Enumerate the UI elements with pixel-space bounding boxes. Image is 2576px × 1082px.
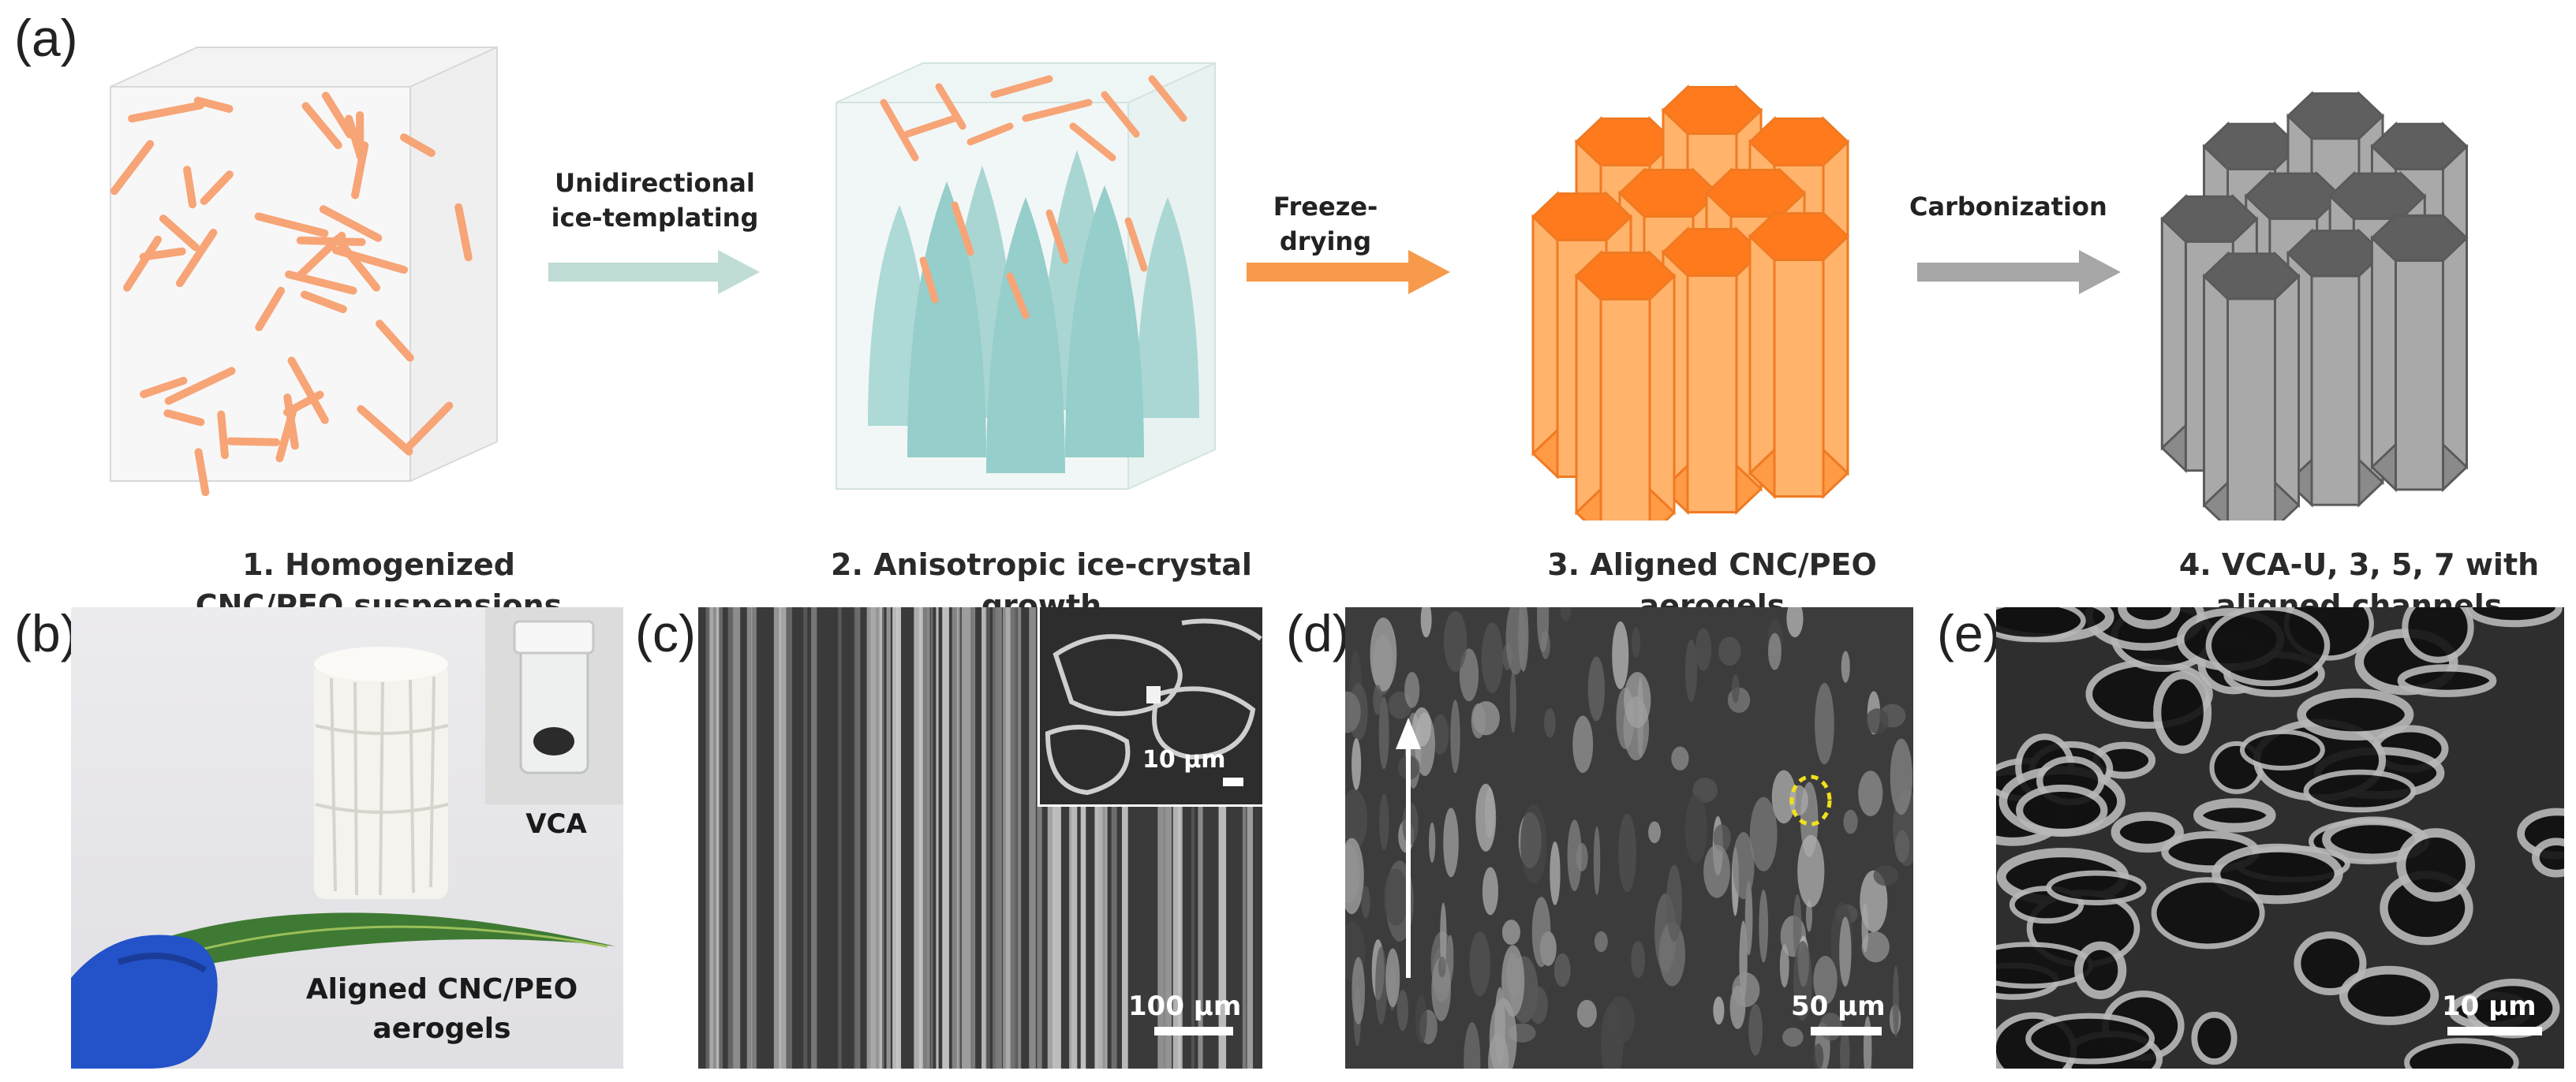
panel-label-d: (d) xyxy=(1286,604,1350,662)
alignment-arrow-icon xyxy=(1396,718,1421,978)
sem-panel-e: 10 μm xyxy=(1996,607,2564,1069)
photo-panel-b: VCA Aligned CNC/PEO aerogels xyxy=(71,607,623,1069)
sem-network-texture xyxy=(1996,607,2564,1069)
inset-scale-label: 10 μm xyxy=(1142,746,1226,774)
scale-label-c: 100 μm xyxy=(1128,991,1242,1022)
carbon-honeycomb-illustration xyxy=(2160,91,2469,520)
sample-label: Aligned CNC/PEO aerogels xyxy=(305,973,578,1045)
aerogel-sample-photo xyxy=(71,607,623,1069)
panel-label-e: (e) xyxy=(1937,604,2001,662)
panel-label-a: (a) xyxy=(14,9,78,67)
cube-ice-growth-illustration xyxy=(836,62,1216,491)
cube-suspension-illustration xyxy=(110,46,498,497)
sem-porous-texture xyxy=(1345,607,1913,1069)
panel-label-c: (c) xyxy=(635,604,696,662)
scale-label-d: 50 μm xyxy=(1791,991,1886,1022)
step-1-caption: 1. Homogenized CNC/PEO suspensions xyxy=(195,547,563,623)
sem-panel-d: 50 μm xyxy=(1345,607,1913,1069)
arrow-label-freeze-drying: Freeze-drying xyxy=(1273,192,1378,256)
scale-bar-e xyxy=(2447,1027,2542,1035)
panel-label-b: (b) xyxy=(14,604,78,662)
sem-panel-c: 10 μm 100 μm xyxy=(698,607,1262,1069)
highlight-circle-icon xyxy=(1789,774,1832,826)
process-arrow-1 xyxy=(548,250,760,294)
vial-label: VCA xyxy=(525,808,587,840)
inset-scale-bar xyxy=(1223,778,1243,786)
sem-inset-pores xyxy=(1045,618,1262,796)
sem-channels-texture xyxy=(705,607,1254,1069)
scale-label-e: 10 μm xyxy=(2442,991,2537,1022)
arrow-label-ice-templating: Unidirectional ice-templating xyxy=(551,168,759,233)
sem-inset-c: 10 μm xyxy=(1038,607,1262,807)
aerogel-honeycomb-illustration xyxy=(1531,84,1850,520)
scale-bar-d xyxy=(1811,1027,1882,1035)
process-arrow-2 xyxy=(1247,250,1450,294)
arrow-label-carbonization: Carbonization xyxy=(1909,192,2107,222)
scale-bar-c xyxy=(1154,1027,1233,1035)
process-arrow-3 xyxy=(1917,250,2121,294)
